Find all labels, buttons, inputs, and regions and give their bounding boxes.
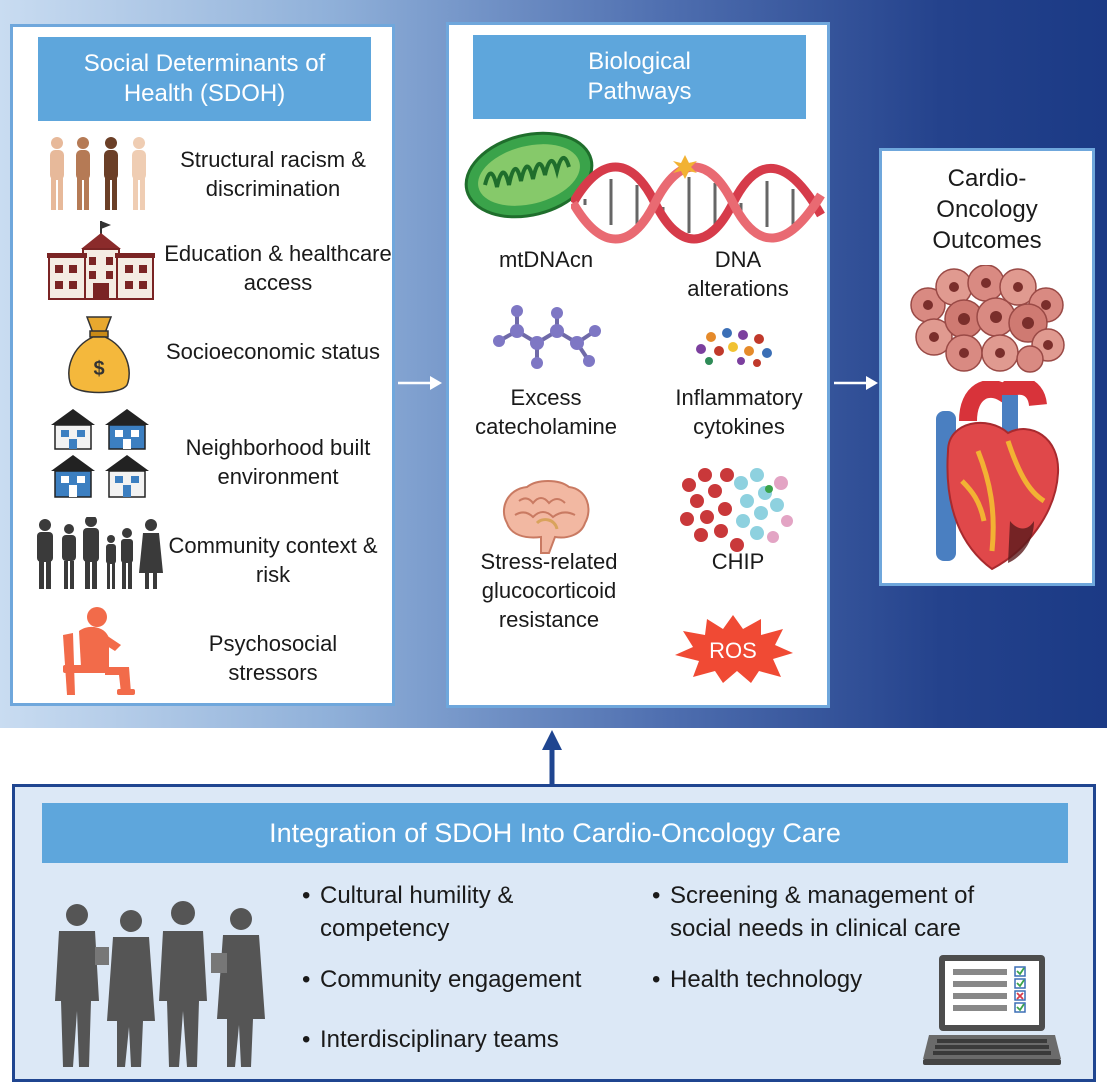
people-silhouettes-icon <box>50 137 146 210</box>
school-building-icon <box>47 221 155 300</box>
biological-pathways-title: Biological Pathways <box>473 35 806 119</box>
sdoh-item-label-3: Socioeconomic status <box>166 339 380 364</box>
mitochondrion-icon <box>464 131 594 219</box>
bullet-community-engagement: Community engagement <box>302 963 640 996</box>
ros-burst-icon: ROS <box>675 615 793 683</box>
bio-item-label-cytokines: Inflammatory cytokines <box>675 385 803 439</box>
stressed-person-icon <box>63 607 135 695</box>
bio-item-label-chip: CHIP <box>711 549 765 574</box>
sdoh-panel: Social Determinants of Health (SDOH) Str… <box>10 24 395 706</box>
bullet-screening: Screening & management of social needs i… <box>652 879 1030 945</box>
sdoh-item-label-4: Neighborhood built environment <box>185 435 371 489</box>
bio-item-label-catecholamine: Excess catecholamine <box>475 385 617 439</box>
heart-icon <box>936 381 1060 571</box>
integration-panel: Integration of SDOH Into Cardio-Oncology… <box>12 784 1096 1082</box>
cardio-oncology-outcomes-panel: Cardio-Oncology Outcomes <box>879 148 1095 586</box>
houses-icon <box>51 409 149 498</box>
outcomes-title: Cardio-Oncology Outcomes <box>932 165 1042 254</box>
biological-pathways-panel: Biological Pathways mtDNAcn DNA alterati… <box>446 22 830 708</box>
brain-icon <box>502 480 590 554</box>
integration-title: Integration of SDOH Into Cardio-Oncology… <box>42 803 1068 863</box>
arrow-right-icon <box>398 376 442 390</box>
sdoh-item-label-6: Psychosocial stressors <box>208 631 338 685</box>
dna-helix-icon <box>571 155 825 244</box>
dollar-sign: $ <box>93 358 104 380</box>
sdoh-item-label-5: Community context & risk <box>168 533 378 587</box>
cytokines-icon <box>696 328 772 367</box>
money-bag-icon: $ <box>68 316 130 394</box>
sdoh-item-label-1: Structural racism & discrimination <box>180 147 366 201</box>
bullet-cultural-humility: Cultural humility & competency <box>302 879 620 945</box>
tumor-cells-icon <box>910 265 1065 373</box>
bullet-interdisciplinary-teams: Interdisciplinary teams <box>302 1023 640 1056</box>
laptop-checklist-icon <box>923 955 1061 1065</box>
arrow-up-icon <box>542 730 562 784</box>
bio-item-label-mtdnacn: mtDNAcn <box>498 247 594 272</box>
blood-cells-icon <box>680 468 793 552</box>
bio-item-label-dna: DNA alterations <box>687 247 789 301</box>
molecule-icon <box>493 305 601 369</box>
sdoh-item-label-2: Education & healthcare access <box>164 241 392 295</box>
ros-label: ROS <box>709 638 757 663</box>
sdoh-title: Social Determinants of Health (SDOH) <box>38 37 371 121</box>
bio-item-label-glucocorticoid: Stress-related glucocorticoid resistance <box>480 549 618 632</box>
bullet-health-technology: Health technology <box>652 963 990 996</box>
clinicians-silhouettes-icon <box>55 901 265 1067</box>
crowd-silhouettes-icon <box>37 517 163 589</box>
arrow-right-icon <box>834 376 878 390</box>
